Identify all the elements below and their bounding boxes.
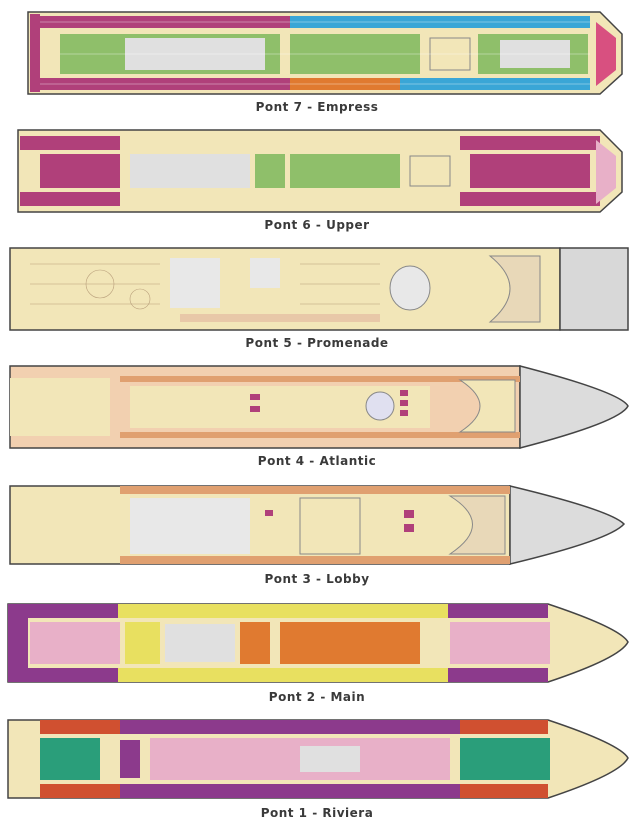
deck-1-label: Pont 1 - Riviera <box>260 806 374 820</box>
deck-7-plan <box>0 8 634 98</box>
deck-1-plan <box>0 716 634 802</box>
deck-6-plan <box>0 126 634 216</box>
deck-5-plan <box>0 244 634 334</box>
deck-2-plan <box>0 600 634 686</box>
deck-4-label: Pont 4 - Atlantic <box>257 454 377 468</box>
deck-4-plan <box>0 362 634 452</box>
deck-5-label: Pont 5 - Promenade <box>245 336 389 350</box>
deck-7-label: Pont 7 - Empress <box>255 100 379 114</box>
deck-3-label: Pont 3 - Lobby <box>264 572 370 586</box>
deck-3-plan <box>0 480 634 570</box>
deck-2-label: Pont 2 - Main <box>268 690 366 704</box>
deck-6-label: Pont 6 - Upper <box>264 218 370 232</box>
